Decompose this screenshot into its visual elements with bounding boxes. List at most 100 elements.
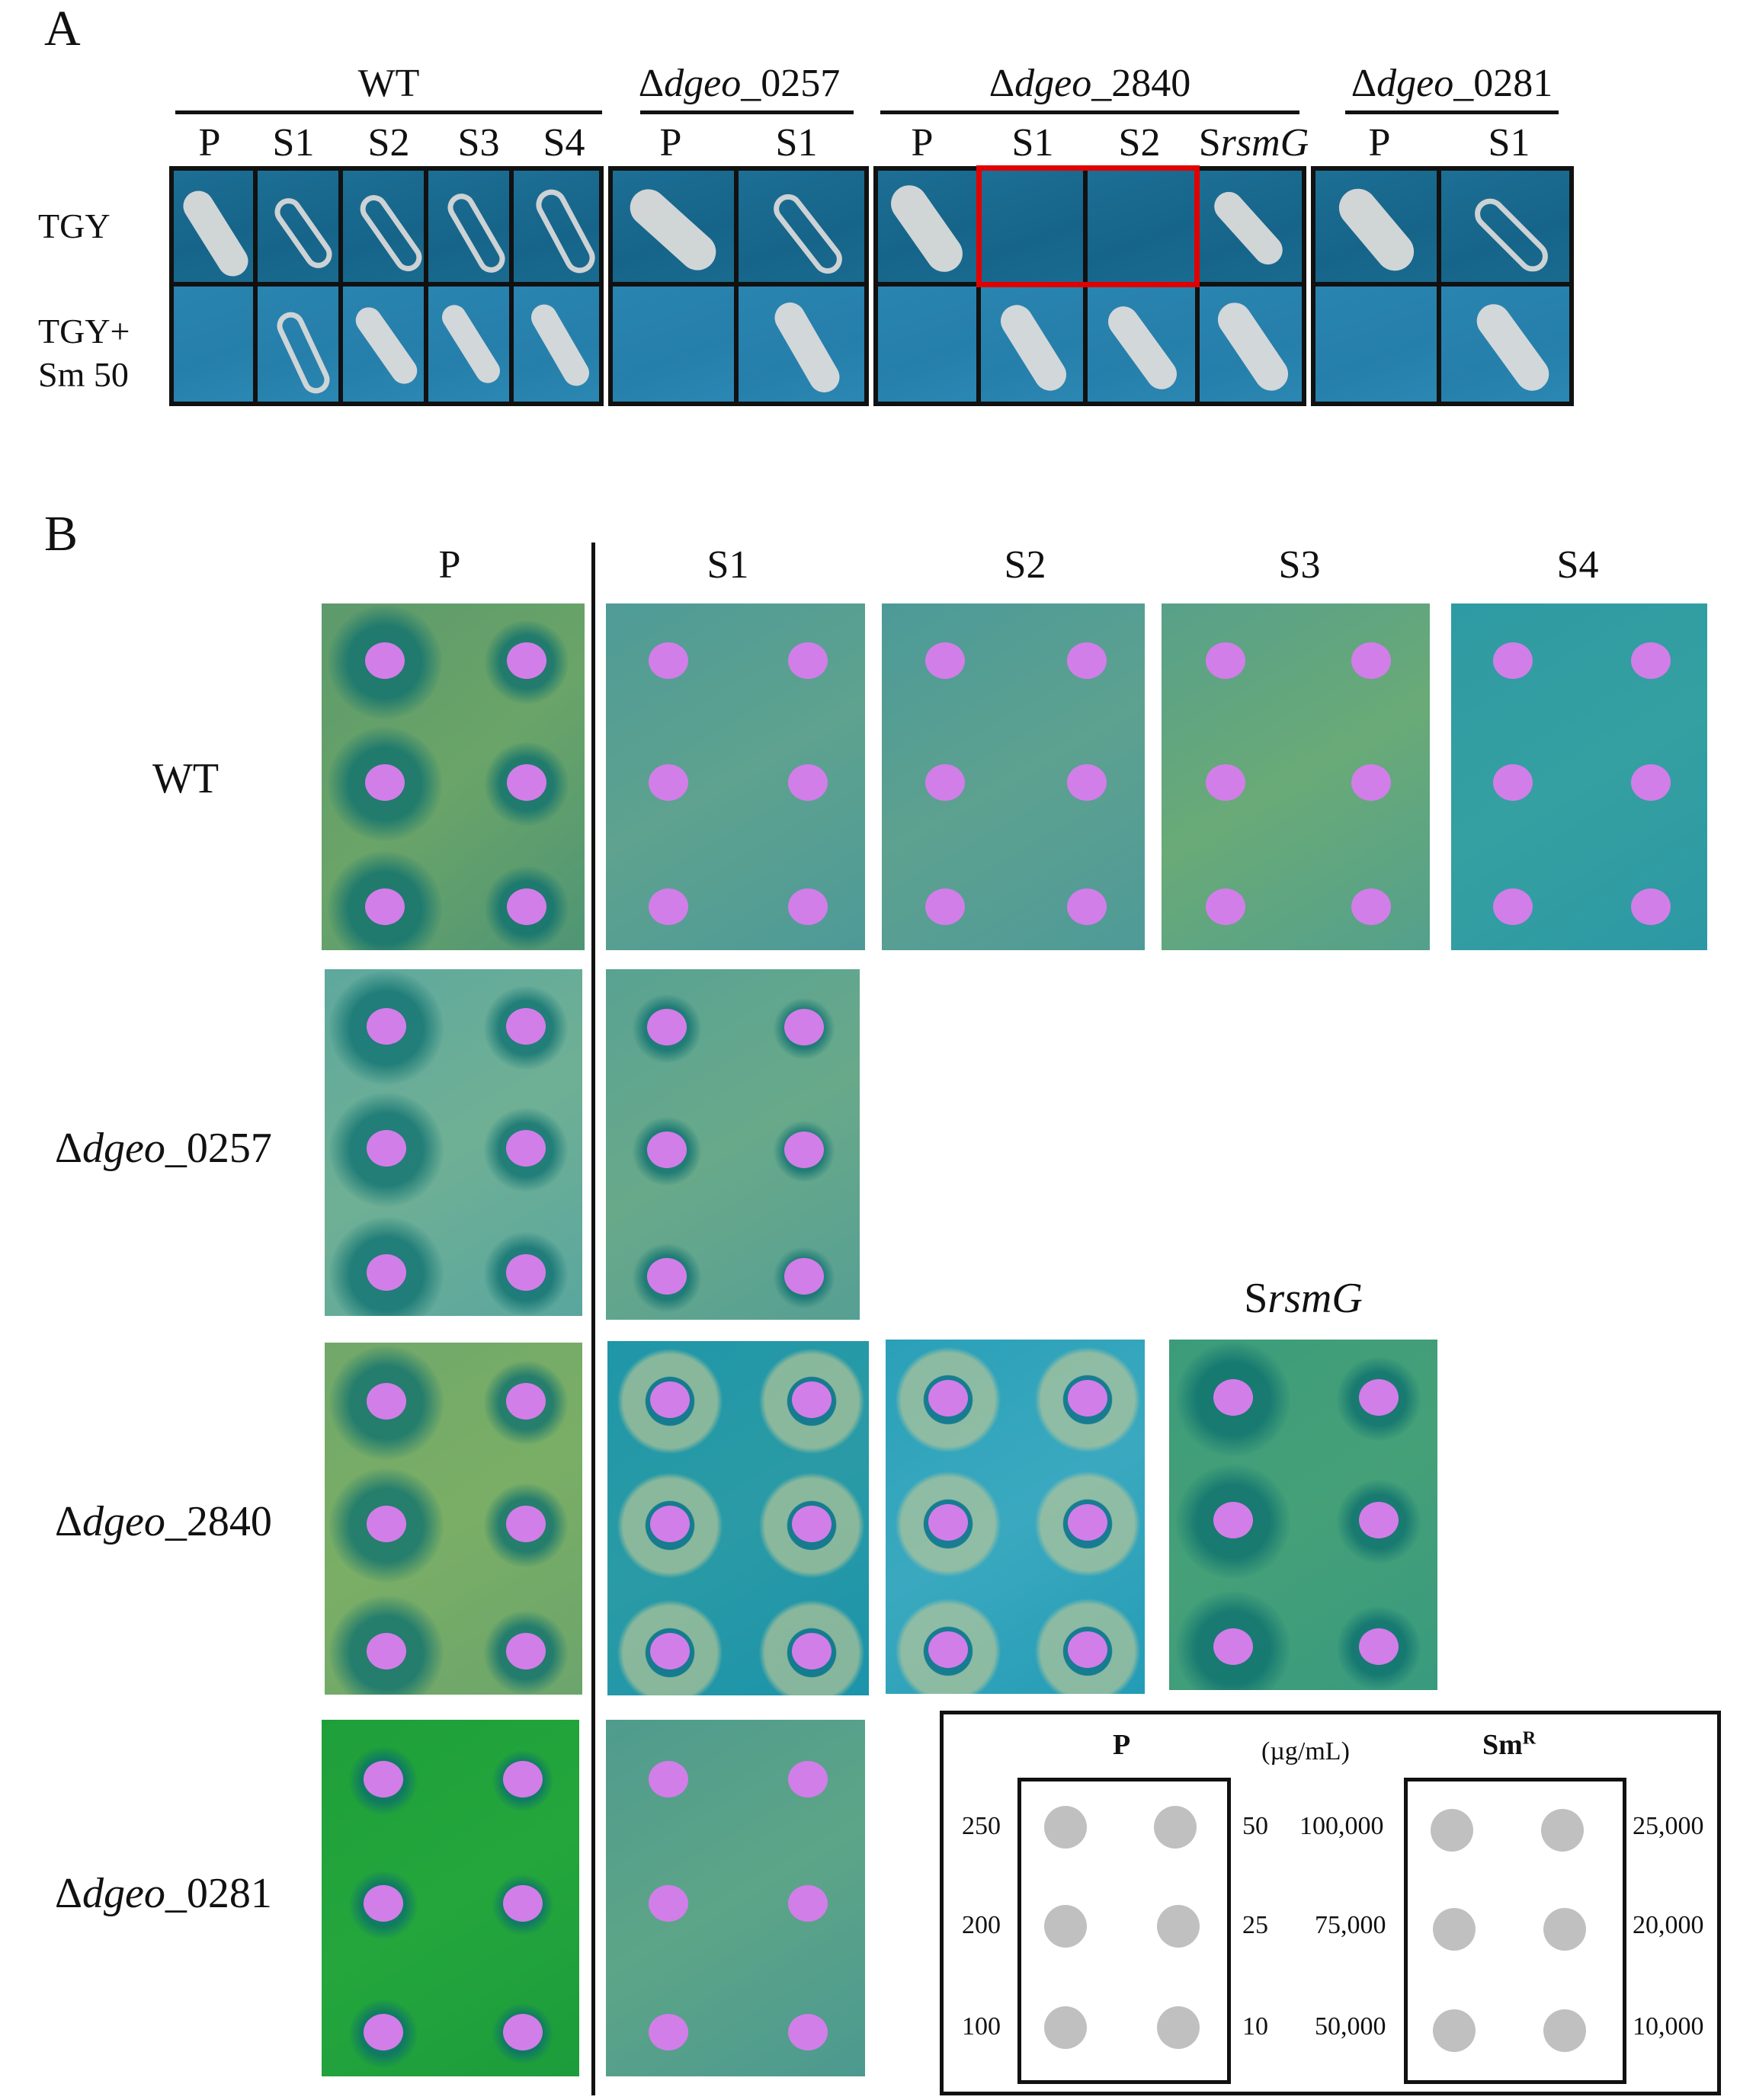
antibiotic-disk	[1206, 888, 1246, 926]
vertical-divider	[591, 543, 595, 2095]
key-disk	[1541, 1809, 1584, 1852]
cell-wt-s4-tgy	[511, 168, 601, 284]
key-p-right-1: 25	[1242, 1911, 1268, 1939]
cell-0257-s1-tgy	[736, 168, 867, 284]
key-disk	[1154, 1806, 1197, 1849]
dish-wt-p	[322, 603, 585, 950]
cell-0281-s1-sm	[1439, 284, 1572, 404]
key-disk	[1433, 1908, 1476, 1951]
antibiotic-disk	[364, 1885, 404, 1922]
cell-2840-s1-sm	[979, 284, 1085, 404]
cell-0257-p-tgy	[610, 168, 736, 284]
cell-2840-p-tgy	[876, 168, 979, 284]
antibiotic-disk	[788, 642, 828, 680]
col-header-wt-p: P	[198, 121, 221, 165]
antibiotic-disk	[646, 1257, 687, 1295]
cell-wt-s2-tgy	[341, 168, 426, 284]
streak	[530, 184, 599, 279]
b-col-header-p: P	[438, 543, 461, 587]
antibiotic-disk	[505, 1129, 546, 1167]
key-p-right-0: 50	[1242, 1812, 1268, 1840]
col-header-wt-s1: S1	[272, 121, 315, 165]
antibiotic-disk	[646, 1132, 687, 1169]
key-smr-right-2: 10,000	[1633, 2012, 1704, 2041]
cell-wt-s3-sm	[426, 284, 511, 404]
streak	[1469, 297, 1556, 398]
antibiotic-disk	[367, 1632, 407, 1669]
col-header-0281-s1: S1	[1488, 121, 1530, 165]
antibiotic-disk	[1068, 1503, 1108, 1541]
cell-0257-p-sm	[610, 284, 736, 404]
antibiotic-disk	[924, 763, 965, 801]
streak	[883, 178, 970, 280]
antibiotic-disk	[783, 1132, 824, 1169]
key-smr-left-1: 75,000	[1315, 1911, 1386, 1939]
key-smr-box	[1404, 1778, 1626, 2084]
antibiotic-disk	[1213, 1379, 1254, 1417]
dish-2840-srsmg	[1169, 1340, 1437, 1690]
group-rule-wt	[175, 110, 602, 114]
antibiotic-disk	[1492, 888, 1533, 926]
antibiotic-disk	[650, 1505, 691, 1542]
antibiotic-disk	[648, 888, 688, 926]
antibiotic-disk	[1492, 642, 1533, 680]
antibiotic-disk	[502, 2013, 543, 2050]
col-header-0257-s1: S1	[775, 121, 818, 165]
group-header-wt: WT	[357, 62, 420, 105]
streak	[769, 296, 845, 399]
antibiotic-disk	[788, 2013, 828, 2050]
key-p-title: P	[1113, 1729, 1131, 1761]
cell-wt-s2-sm	[341, 284, 426, 404]
antibiotic-disk	[505, 1506, 546, 1543]
dish-0257-s1	[606, 969, 860, 1320]
antibiotic-disk	[791, 1505, 832, 1542]
antibiotic-disk	[505, 1632, 546, 1669]
cell-wt-s4-sm	[511, 284, 601, 404]
antibiotic-disk	[507, 888, 547, 926]
col-header-wt-s4: S4	[543, 121, 585, 165]
antibiotic-disk	[1351, 763, 1391, 801]
dish-wt-s2	[882, 603, 1145, 950]
antibiotic-disk	[1067, 642, 1107, 680]
cell-2840-srsmg-sm	[1197, 284, 1304, 404]
col-header-0281-p: P	[1368, 121, 1391, 165]
b-col-header-s3: S3	[1278, 543, 1321, 587]
key-smr-right-1: 20,000	[1633, 1911, 1704, 1939]
dish-2840-s1	[607, 1341, 869, 1695]
key-disk	[1044, 2006, 1087, 2049]
antibiotic-disk	[1631, 763, 1671, 801]
panel-b-label: B	[44, 506, 79, 562]
antibiotic-disk	[364, 888, 405, 926]
antibiotic-disk	[1351, 642, 1391, 680]
antibiotic-disk	[1068, 1380, 1108, 1417]
antibiotic-disk	[783, 1009, 824, 1046]
antibiotic-disk	[928, 1503, 968, 1541]
antibiotic-disk	[928, 1631, 968, 1669]
row-label-tgy: TGY	[38, 206, 111, 245]
col-header-2840-srsmg: SrsmG	[1198, 121, 1309, 165]
antibiotic-disk	[367, 1129, 407, 1167]
antibiotic-disk	[924, 642, 965, 680]
antibiotic-disk	[1213, 1502, 1254, 1539]
dish-wt-s3	[1162, 603, 1430, 950]
antibiotic-disk	[507, 642, 547, 680]
antibiotic-disk	[648, 642, 688, 680]
key-p-left-1: 200	[962, 1911, 1001, 1939]
cell-2840-p-sm	[876, 284, 979, 404]
antibiotic-disk	[1358, 1628, 1399, 1665]
antibiotic-disk	[367, 1254, 407, 1292]
antibiotic-disk	[1206, 763, 1246, 801]
antibiotic-disk	[1358, 1502, 1399, 1539]
streak	[1468, 192, 1555, 278]
key-disk	[1431, 1809, 1473, 1852]
b-row-label-wt: WT	[152, 755, 220, 802]
antibiotic-disk	[1358, 1379, 1399, 1417]
key-disk	[1543, 1908, 1586, 1951]
cell-0281-s1-tgy	[1439, 168, 1572, 284]
antibiotic-disk	[648, 2013, 688, 2050]
antibiotic-disk	[788, 1760, 828, 1797]
streak	[526, 299, 594, 391]
group-header-2840: Δdgeo_2840	[989, 62, 1191, 105]
key-disk	[1433, 2009, 1476, 2052]
antibiotic-disk	[924, 888, 965, 926]
